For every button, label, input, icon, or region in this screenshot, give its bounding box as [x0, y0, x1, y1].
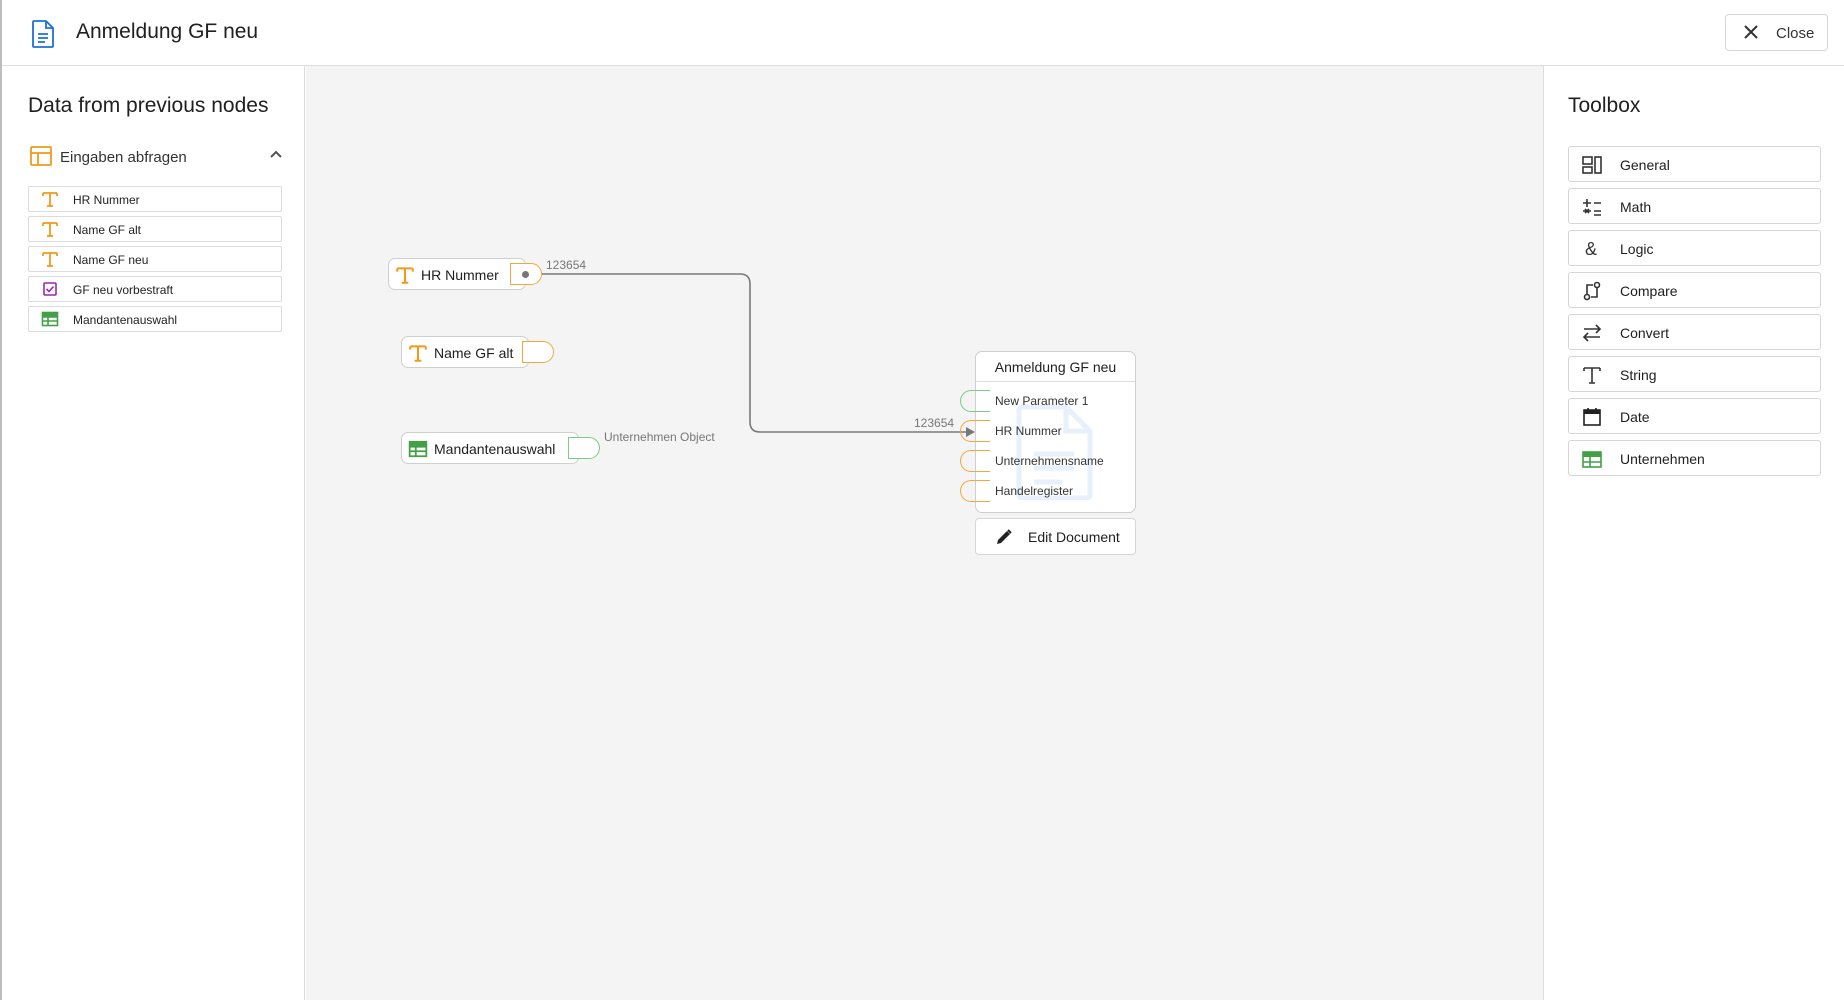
output-port[interactable]: [510, 263, 542, 285]
toolbox-item-label: Date: [1620, 409, 1650, 425]
toolbox-item-string[interactable]: String: [1568, 356, 1821, 392]
toolbox-panel: Toolbox General Math & Logic Compare Con…: [1543, 66, 1844, 1000]
text-icon: [1583, 367, 1601, 384]
toolbox-item-label: Logic: [1620, 241, 1654, 257]
panel-title: Data from previous nodes: [28, 94, 269, 117]
document-node-title: Anmeldung GF neu: [976, 352, 1135, 382]
toolbox-item-general[interactable]: General: [1568, 146, 1821, 182]
port-dot: [522, 271, 529, 278]
general-icon: [1582, 156, 1602, 174]
text-icon: [396, 267, 414, 284]
previous-nodes-panel: Data from previous nodes Eingaben abfrag…: [4, 66, 305, 1000]
input-port[interactable]: [960, 480, 990, 502]
toolbox-item-label: String: [1620, 367, 1657, 383]
node-label: Name GF alt: [434, 345, 514, 361]
input-param: Handelregister: [960, 480, 1135, 502]
toolbox-item-label: Unternehmen: [1620, 451, 1705, 467]
list-item-label: GF neu vorbestraft: [73, 283, 174, 297]
input-param: Unternehmensname: [960, 450, 1135, 472]
toolbox-item-label: Math: [1620, 199, 1652, 215]
node-label: Mandantenauswahl: [434, 441, 556, 457]
toolbox-item-logic[interactable]: & Logic: [1568, 230, 1821, 266]
list-item-label: Name GF alt: [73, 223, 142, 237]
math-icon: [1583, 199, 1601, 216]
input-port[interactable]: [960, 450, 990, 472]
close-button[interactable]: Close: [1725, 14, 1828, 51]
text-icon: [42, 222, 58, 237]
source-node-name-gf-alt[interactable]: Name GF alt: [401, 336, 529, 368]
list-item[interactable]: GF neu vorbestraft: [28, 276, 282, 302]
text-icon: [42, 252, 58, 267]
param-label: Handelregister: [995, 484, 1074, 498]
node-label: HR Nummer: [421, 267, 499, 283]
list-item[interactable]: Name GF alt: [28, 216, 282, 242]
group-header[interactable]: Eingaben abfragen: [28, 142, 290, 172]
list-item[interactable]: Mandantenauswahl: [28, 306, 282, 332]
param-label: New Parameter 1: [995, 394, 1089, 408]
source-node-mandantenauswahl[interactable]: Mandantenauswahl: [401, 432, 579, 464]
toolbox-list: General Math & Logic Compare Convert Str…: [1568, 146, 1821, 482]
chevron-up-icon[interactable]: [268, 148, 284, 160]
list-item[interactable]: HR Nummer: [28, 186, 282, 212]
edit-document-label: Edit Document: [1028, 529, 1120, 545]
toolbox-item-unternehmen[interactable]: Unternehmen: [1568, 440, 1821, 476]
svg-text:&: &: [1585, 239, 1597, 259]
edit-document-button[interactable]: Edit Document: [975, 518, 1136, 555]
toolbox-item-convert[interactable]: Convert: [1568, 314, 1821, 350]
input-param: New Parameter 1: [960, 390, 1135, 412]
input-list: HR Nummer Name GF alt Name GF neu GF neu…: [28, 186, 282, 336]
table-icon: [1582, 451, 1602, 468]
group-label: Eingaben abfragen: [60, 149, 187, 166]
text-icon: [409, 345, 427, 362]
document-node[interactable]: Anmeldung GF neu New Parameter 1 HR Numm…: [960, 351, 1136, 513]
close-icon: [1744, 25, 1758, 39]
text-icon: [42, 192, 58, 207]
input-port[interactable]: [960, 390, 990, 412]
header: Anmeldung GF neu Close: [2, 0, 1844, 66]
table-icon: [408, 440, 428, 458]
param-label: Unternehmensname: [995, 454, 1104, 468]
output-port[interactable]: [522, 341, 554, 363]
list-item[interactable]: Name GF neu: [28, 246, 282, 272]
checkbox-icon: [43, 282, 57, 296]
ampersand-icon: &: [1585, 239, 1597, 259]
toolbox-item-compare[interactable]: Compare: [1568, 272, 1821, 308]
compare-icon: [1583, 281, 1601, 301]
input-param: HR Nummer: [960, 420, 1135, 442]
toolbox-item-label: Compare: [1620, 283, 1678, 299]
document-icon: [32, 20, 54, 48]
output-value: 123654: [546, 258, 587, 272]
source-node-hr-nummer[interactable]: HR Nummer: [388, 258, 526, 290]
connection-wire: [526, 273, 975, 437]
toolbox-item-label: General: [1620, 157, 1670, 173]
toolbox-title: Toolbox: [1568, 94, 1641, 117]
output-value: Unternehmen Object: [604, 430, 715, 444]
table-icon: [41, 311, 59, 327]
toolbox-item-math[interactable]: Math: [1568, 188, 1821, 224]
calendar-icon: [1583, 408, 1601, 426]
table-layout-icon: [30, 146, 52, 166]
toolbox-item-label: Convert: [1620, 325, 1670, 341]
page-title: Anmeldung GF neu: [76, 20, 259, 43]
param-label: HR Nummer: [995, 424, 1062, 438]
list-item-label: HR Nummer: [73, 193, 140, 207]
document-watermark-icon: [1016, 404, 1093, 500]
input-port[interactable]: [960, 420, 990, 442]
list-item-label: Name GF neu: [73, 253, 149, 267]
pencil-icon: [997, 529, 1012, 544]
flow-canvas[interactable]: HR Nummer 123654 Name GF alt Mandantenau…: [306, 66, 1543, 1000]
toolbox-item-date[interactable]: Date: [1568, 398, 1821, 434]
close-label: Close: [1776, 25, 1815, 42]
input-value: 123654: [914, 416, 955, 430]
output-port[interactable]: [568, 437, 600, 459]
convert-icon: [1582, 324, 1602, 342]
list-item-label: Mandantenauswahl: [73, 313, 178, 327]
